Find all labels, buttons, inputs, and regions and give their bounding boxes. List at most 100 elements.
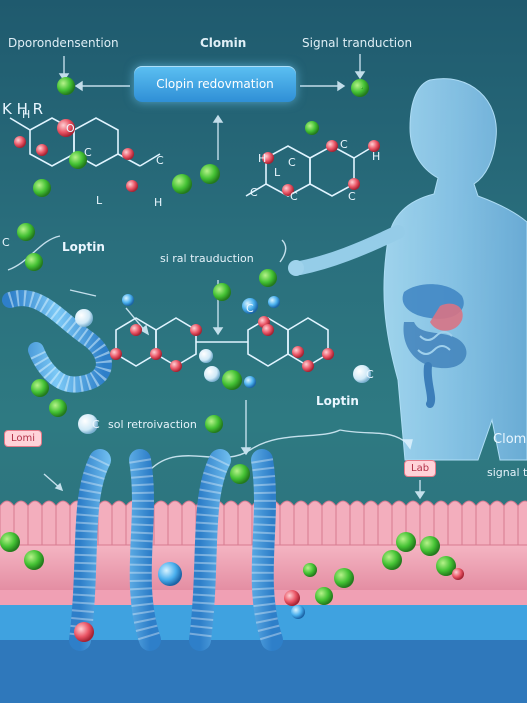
- atom-label: L: [96, 194, 103, 207]
- molecule-sphere: [199, 349, 213, 363]
- label-sol-retroivaction: sol retroivaction: [108, 418, 197, 431]
- receptor-coil-left: [2, 290, 112, 393]
- molecule-sphere: [322, 348, 334, 360]
- membrane-villus: [447, 500, 463, 546]
- membrane-villus: [461, 500, 477, 546]
- atom-label: H: [22, 108, 30, 121]
- membrane-villus: [349, 500, 365, 546]
- molecule-sphere: [150, 348, 162, 360]
- atom-label: H: [258, 152, 266, 165]
- atom-label: C: [250, 186, 258, 199]
- atom-label: O: [66, 122, 75, 135]
- atom-label: C: [366, 368, 374, 381]
- membrane-villus: [475, 500, 491, 546]
- molecule-sphere: [291, 605, 305, 619]
- molecule-sphere: [396, 532, 416, 552]
- molecule-sphere: [315, 587, 333, 605]
- molecule-sphere: [262, 324, 274, 336]
- label-top-center: Clomin: [200, 36, 247, 50]
- molecule-sphere: [353, 365, 371, 383]
- molecule-sphere: [122, 148, 134, 160]
- arrows: [7, 54, 426, 500]
- molecule-sphere: [57, 77, 75, 95]
- molecule-sphere: [305, 121, 319, 135]
- membrane-villus: [237, 500, 253, 546]
- atom-label: C: [92, 418, 100, 431]
- molecule-sphere: [302, 360, 314, 372]
- label-top-left: Dporondensention: [8, 36, 119, 50]
- membrane-villus: [293, 500, 309, 546]
- molecule-sphere: [326, 140, 338, 152]
- atom-label: C: [288, 156, 296, 169]
- molecule-sphere: [244, 376, 256, 388]
- molecule-sphere: [172, 174, 192, 194]
- human-body-icon: [288, 78, 527, 461]
- process-pill: Clopin redovmation: [134, 66, 296, 102]
- molecule-ring-middle: [115, 317, 329, 367]
- membrane-villus: [307, 500, 323, 546]
- molecule-sphere: [436, 556, 456, 576]
- membrane-villus: [335, 500, 351, 546]
- molecule-sphere: [351, 79, 369, 97]
- molecule-sphere: [33, 179, 51, 197]
- molecule-sphere: [348, 178, 360, 190]
- membrane-villus: [517, 500, 527, 546]
- atom-label: L: [274, 166, 281, 179]
- membrane-villus: [181, 500, 197, 546]
- molecule-sphere: [368, 140, 380, 152]
- molecule-sphere: [334, 568, 354, 588]
- molecule-sphere: [25, 253, 43, 271]
- atom-label: C: [2, 236, 10, 249]
- molecule-sphere: [122, 294, 134, 306]
- corner-formula: K H R: [2, 100, 44, 118]
- molecule-sphere: [303, 563, 317, 577]
- atom-label: C: [84, 146, 92, 159]
- molecule-sphere: [284, 590, 300, 606]
- membrane-villus: [363, 500, 379, 546]
- membrane-villus: [377, 500, 393, 546]
- membrane-villus: [489, 500, 505, 546]
- label-signal-mid: si ral trauduction: [160, 252, 254, 265]
- molecule-sphere: [130, 324, 142, 336]
- molecule-sphere: [452, 568, 464, 580]
- molecule-sphere: [110, 348, 122, 360]
- tag-lab: Lab: [404, 460, 437, 477]
- molecule-sphere: [170, 360, 182, 372]
- membrane-villus: [167, 500, 183, 546]
- molecule-sphere: [382, 550, 402, 570]
- molecule-sphere: [361, 87, 363, 89]
- molecule-sphere: [24, 550, 44, 570]
- molecule-sphere: [230, 464, 250, 484]
- atom-label: C: [156, 154, 164, 167]
- atom-label: C: [246, 302, 254, 315]
- membrane-villus: [503, 500, 519, 546]
- membrane-villus: [97, 500, 113, 546]
- molecule-sphere: [74, 622, 94, 642]
- label-leptin-right: Loptin: [316, 394, 359, 408]
- atom-label: H: [154, 196, 162, 209]
- membrane-villus: [153, 500, 169, 546]
- molecule-sphere: [190, 324, 202, 336]
- atom-label: C: [348, 190, 356, 203]
- membrane-villus: [27, 500, 43, 546]
- membrane-villus: [279, 500, 295, 546]
- molecule-sphere: [17, 223, 35, 241]
- atom-label: H: [372, 150, 380, 163]
- molecule-sphere: [282, 184, 294, 196]
- membrane-villus: [111, 500, 127, 546]
- molecule-sphere: [14, 136, 26, 148]
- label-clomin-right: Clomin: [493, 432, 527, 447]
- molecule-sphere: [205, 415, 223, 433]
- molecule-sphere: [268, 296, 280, 308]
- molecule-sphere: [69, 151, 87, 169]
- membrane-villus: [41, 500, 57, 546]
- molecule-sphere: [292, 346, 304, 358]
- molecule-sphere: [200, 164, 220, 184]
- molecule-sphere: [36, 144, 48, 156]
- molecule-sphere: [204, 366, 220, 382]
- atom-label: C: [290, 190, 298, 203]
- molecule-sphere: [0, 532, 20, 552]
- molecule-spheres: [0, 77, 464, 642]
